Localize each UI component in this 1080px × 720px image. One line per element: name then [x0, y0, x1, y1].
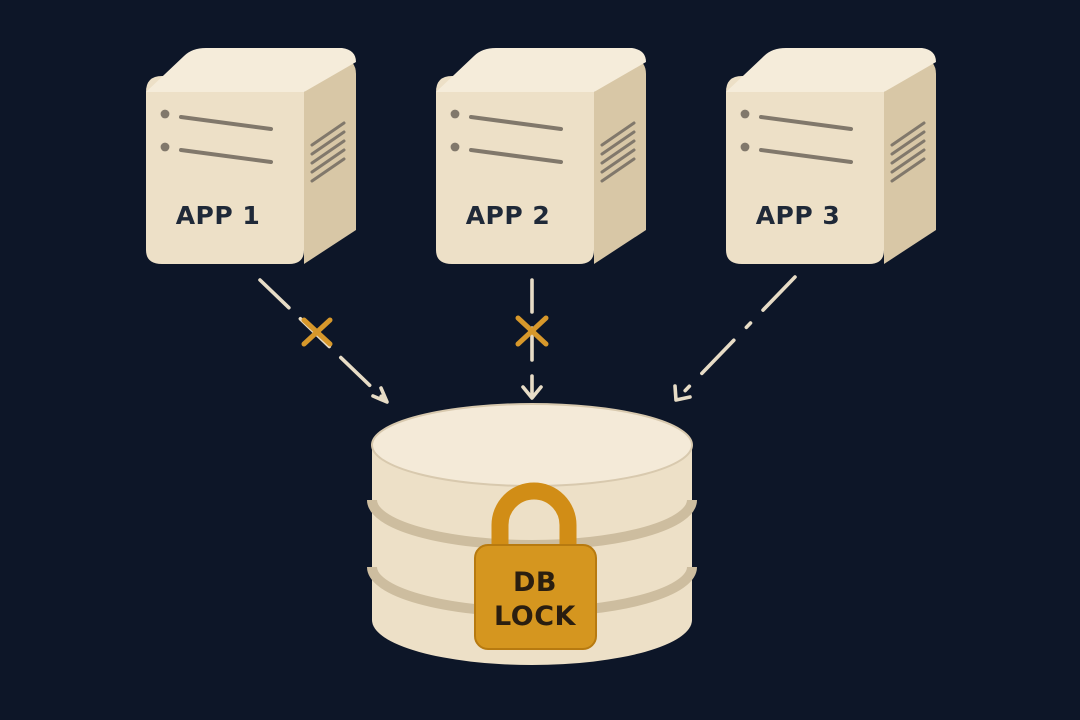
app-3-server-icon: APP 3 — [726, 48, 936, 264]
app-1-label: APP 1 — [176, 201, 261, 230]
app-2-label: APP 2 — [466, 201, 551, 230]
app-3-label: APP 3 — [756, 201, 841, 230]
lock-label-line-1: DB — [513, 567, 557, 598]
app-2-server-icon: APP 2 — [436, 48, 646, 264]
app-1-connection-arrow — [258, 278, 389, 404]
lock-label-line-2: LOCK — [494, 601, 577, 632]
app-3-connection-arrow — [673, 275, 797, 402]
padlock-icon: DB LOCK — [474, 482, 597, 650]
app-2-blocked-x-icon — [515, 315, 549, 347]
app-1-blocked-x-icon — [301, 317, 333, 347]
app-2-connection-arrow — [515, 278, 549, 400]
app-1-server-icon: APP 1 — [146, 48, 356, 264]
